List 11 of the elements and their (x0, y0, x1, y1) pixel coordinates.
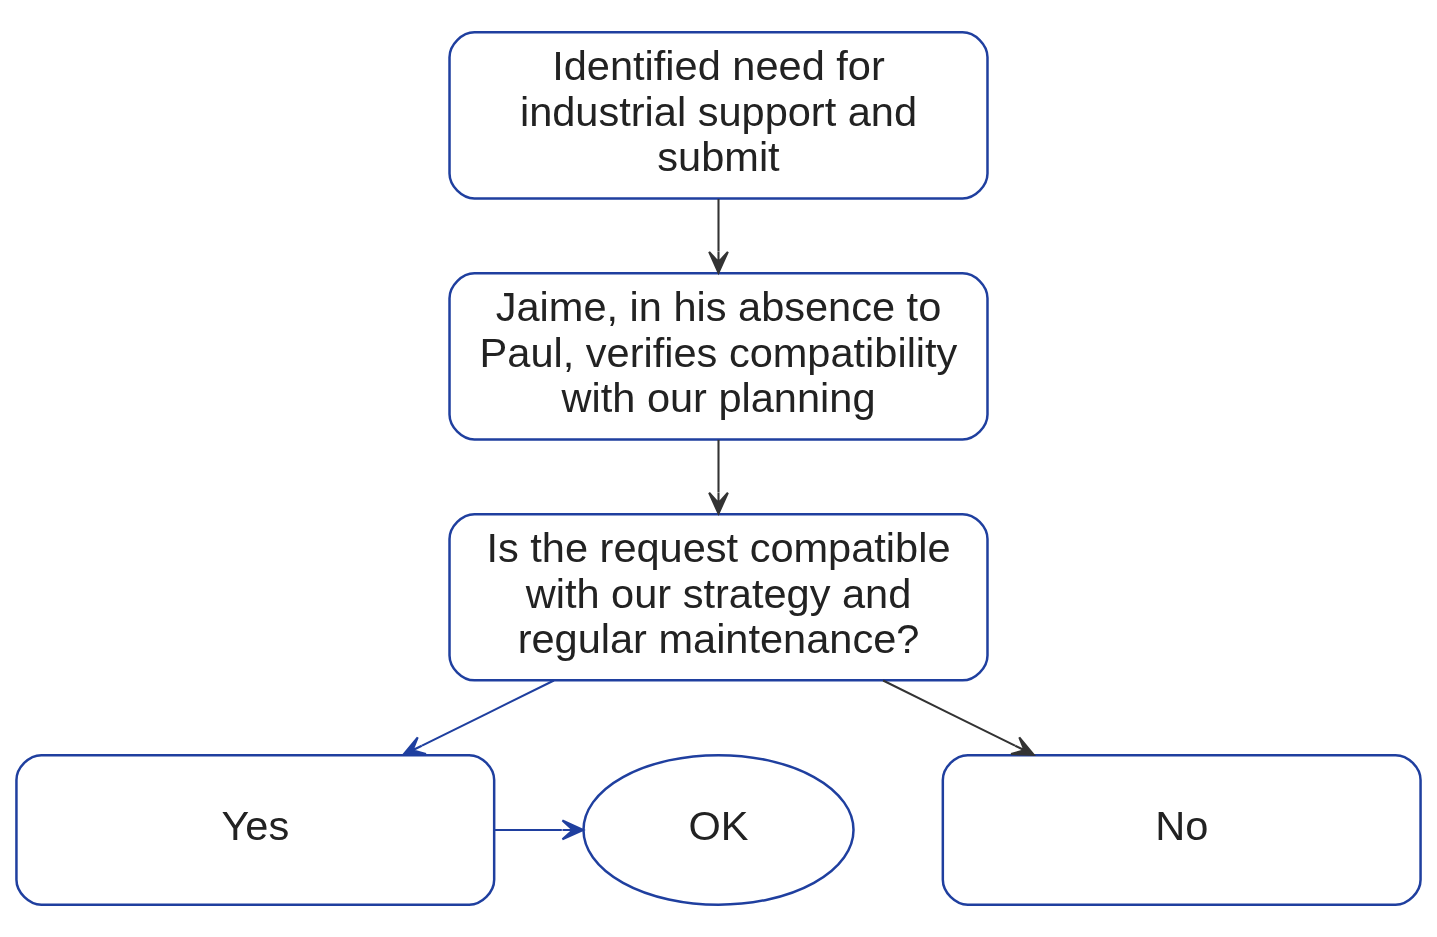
node-box: Identified need for industrial support and submit (448, 31, 989, 200)
arrow (708, 198, 729, 274)
node-box: Is the request compatible with our strategy and regular maintenance? (448, 512, 989, 682)
arrow (708, 439, 729, 515)
arrow (495, 819, 585, 841)
node-box: Jaime, in his absence to Paul, verifies compatibility with our planning (448, 272, 989, 441)
node-box: No (941, 753, 1422, 906)
arrow (882, 679, 1035, 756)
node-box: Yes (15, 753, 496, 906)
arrow (402, 679, 555, 756)
node-ellipse: OK (582, 753, 855, 906)
